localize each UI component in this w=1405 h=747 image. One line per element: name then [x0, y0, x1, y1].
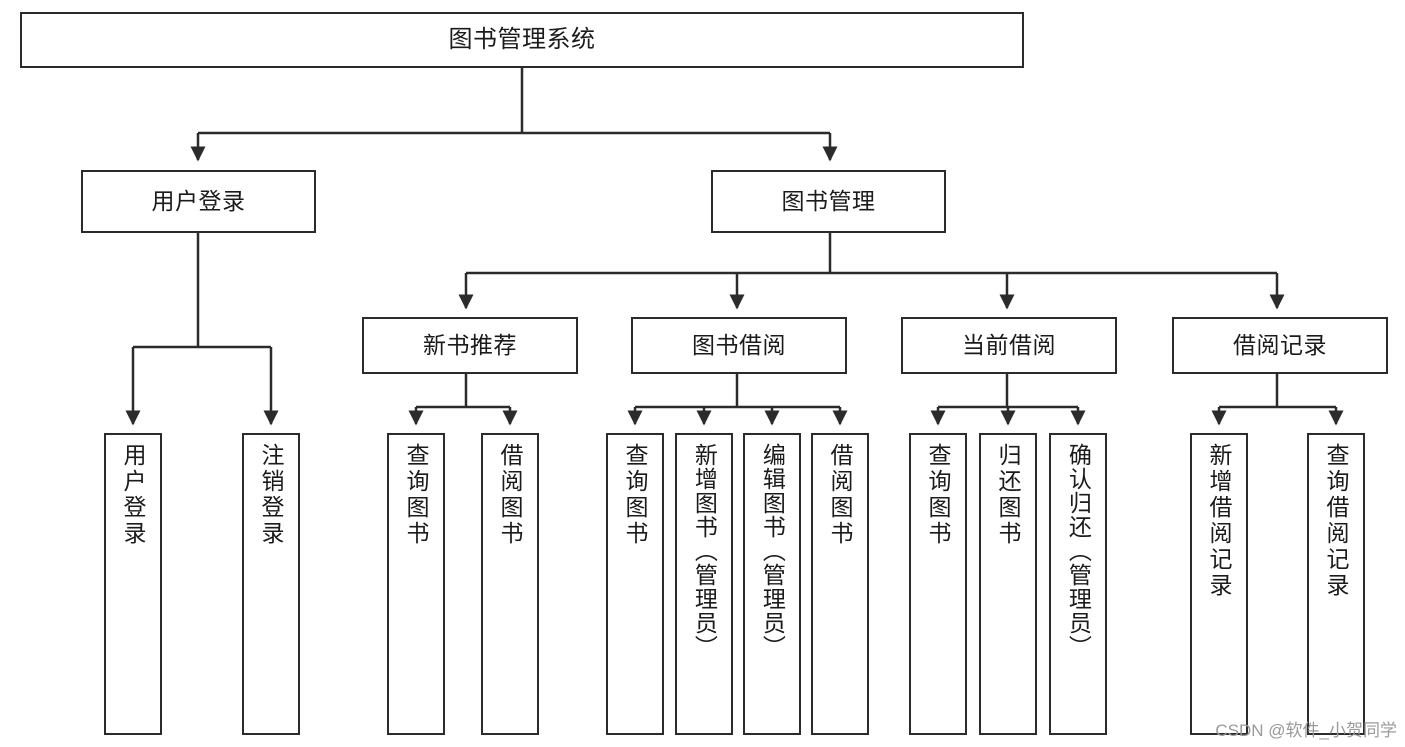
node-label: 归还图书: [995, 443, 1022, 547]
node-label: 图书管理系统: [448, 26, 596, 54]
leaf-user-login-signin[interactable]: 用户登录: [104, 433, 162, 735]
leaf-current-query-book[interactable]: 查询图书: [909, 433, 967, 735]
leaf-borrow-edit-book-admin[interactable]: 编辑图书（管理员）: [743, 433, 801, 735]
node-user-login[interactable]: 用户登录: [81, 170, 316, 233]
node-label: 借阅记录: [1233, 332, 1327, 359]
leaf-user-login-signout[interactable]: 注销登录: [242, 433, 300, 735]
node-label: 图书借阅: [692, 332, 786, 359]
node-label: 注销登录: [258, 443, 285, 547]
node-label: 用户登录: [151, 188, 246, 215]
leaf-borrow-query-book[interactable]: 查询图书: [606, 433, 664, 735]
watermark-text: CSDN @软件_小贺同学: [1215, 721, 1397, 740]
node-book-borrow[interactable]: 图书借阅: [631, 317, 847, 374]
node-label: 查询图书: [925, 443, 952, 547]
leaf-current-confirm-return-admin[interactable]: 确认归还（管理员）: [1049, 433, 1107, 735]
node-label: 借阅图书: [497, 443, 524, 547]
node-book-management[interactable]: 图书管理: [711, 170, 946, 233]
leaf-current-return-book[interactable]: 归还图书: [979, 433, 1037, 735]
leaf-record-add-borrow-record[interactable]: 新增借阅记录: [1190, 433, 1248, 735]
node-label: 新书推荐: [423, 332, 517, 359]
node-label: 查询借阅记录: [1323, 443, 1350, 599]
leaf-record-query-borrow-record[interactable]: 查询借阅记录: [1307, 433, 1365, 735]
node-label: 借阅图书: [827, 443, 854, 547]
node-label: 新增借阅记录: [1206, 443, 1233, 599]
node-borrow-record[interactable]: 借阅记录: [1172, 317, 1388, 374]
node-label: 当前借阅: [962, 332, 1056, 359]
leaf-recommend-borrow-book[interactable]: 借阅图书: [481, 433, 539, 735]
node-label: 新增图书（管理员）: [691, 443, 718, 659]
node-label: 用户登录: [120, 443, 147, 547]
node-label: 图书管理: [781, 188, 876, 215]
node-new-book-recommend[interactable]: 新书推荐: [362, 317, 578, 374]
node-current-borrow[interactable]: 当前借阅: [901, 317, 1117, 374]
node-label: 查询图书: [622, 443, 649, 547]
leaf-borrow-add-book-admin[interactable]: 新增图书（管理员）: [675, 433, 733, 735]
leaf-borrow-borrow-book[interactable]: 借阅图书: [811, 433, 869, 735]
leaf-recommend-query-book[interactable]: 查询图书: [387, 433, 445, 735]
node-label: 查询图书: [403, 443, 430, 547]
node-label: 确认归还（管理员）: [1065, 443, 1092, 659]
node-root-system[interactable]: 图书管理系统: [20, 12, 1024, 68]
node-label: 编辑图书（管理员）: [759, 443, 786, 659]
